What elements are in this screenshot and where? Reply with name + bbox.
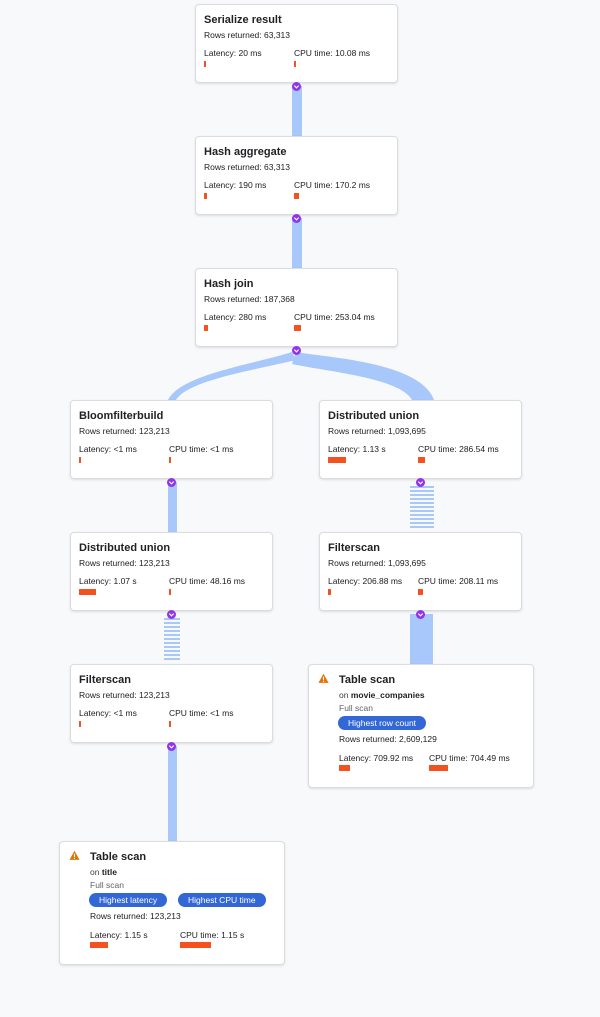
cpu-time-bar	[418, 589, 423, 595]
cpu-time-bar	[429, 765, 448, 771]
cpu-time-bar	[418, 457, 425, 463]
latency-label: Latency: 206.88 ms	[328, 576, 403, 586]
latency-bar	[328, 457, 346, 463]
cpu-time-bar	[169, 457, 171, 463]
latency-bar	[339, 765, 350, 771]
node-table-scan-movie-companies[interactable]: Table scan on movie_companies Full scan …	[308, 664, 534, 788]
node-distributed-union-right[interactable]: Distributed union Rows returned: 1,093,6…	[319, 400, 522, 479]
cpu-time-label: CPU time: 170.2 ms	[294, 180, 371, 190]
rows-returned: Rows returned: 123,213	[79, 690, 170, 700]
rows-returned: Rows returned: 187,368	[204, 294, 295, 304]
edge-table-scan-to-filterscan-left	[168, 746, 177, 841]
scan-type: Full scan	[339, 703, 374, 713]
node-filterscan-left[interactable]: Filterscan Rows returned: 123,213 Latenc…	[70, 664, 273, 743]
cpu-time-label: CPU time: 10.08 ms	[294, 48, 371, 58]
edge-distributed-union-to-bloomfilterbuild	[168, 482, 177, 532]
cpu-time-label: CPU time: <1 ms	[169, 444, 234, 454]
node-title: Table scan	[90, 851, 147, 863]
rows-returned: Rows returned: 1,093,695	[328, 426, 426, 436]
rows-returned: Rows returned: 123,213	[90, 911, 181, 921]
latency-bar	[79, 721, 81, 727]
latency-label: Latency: 1.15 s	[90, 930, 148, 940]
latency-bar	[79, 589, 96, 595]
latency-bar	[204, 61, 206, 67]
node-filterscan-right[interactable]: Filterscan Rows returned: 1,093,695 Late…	[319, 532, 522, 611]
table-name: on movie_companies	[339, 690, 425, 700]
cpu-time-bar	[294, 61, 296, 67]
highest-row-count-chip: Highest row count	[338, 716, 427, 730]
latency-label: Latency: 190 ms	[204, 180, 267, 190]
latency-bar	[204, 325, 208, 331]
cpu-time-label: CPU time: 48.16 ms	[169, 576, 246, 586]
node-title: Table scan	[339, 674, 396, 686]
node-serialize-result[interactable]: Serialize result Rows returned: 63,313 L…	[195, 4, 398, 83]
edge-distributed-union-to-hash-join	[292, 352, 434, 400]
node-title: Hash aggregate	[204, 146, 287, 158]
highest-cpu-time-chip: Highest CPU time	[178, 893, 266, 907]
latency-bar	[204, 193, 207, 199]
rows-returned: Rows returned: 63,313	[204, 162, 290, 172]
cpu-time-bar	[169, 721, 171, 727]
cpu-time-bar	[169, 589, 171, 595]
cpu-time-bar	[294, 193, 299, 199]
rows-returned: Rows returned: 1,093,695	[328, 558, 426, 568]
rows-returned: Rows returned: 123,213	[79, 426, 170, 436]
table-name: on title	[90, 867, 117, 877]
latency-label: Latency: 709.92 ms	[339, 753, 414, 763]
expand-chevron-icon[interactable]	[167, 742, 176, 751]
latency-label: Latency: 1.07 s	[79, 576, 137, 586]
cpu-time-label: CPU time: 704.49 ms	[429, 753, 510, 763]
node-title: Filterscan	[79, 674, 131, 686]
node-title: Serialize result	[204, 14, 282, 26]
node-hash-aggregate[interactable]: Hash aggregate Rows returned: 63,313 Lat…	[195, 136, 398, 215]
expand-chevron-icon[interactable]	[292, 214, 301, 223]
rows-returned: Rows returned: 63,313	[204, 30, 290, 40]
latency-label: Latency: 1.13 s	[328, 444, 386, 454]
cpu-time-bar	[294, 325, 301, 331]
edge-table-scan-to-filterscan-right	[410, 614, 433, 664]
cpu-time-label: CPU time: 286.54 ms	[418, 444, 499, 454]
node-title: Distributed union	[79, 542, 171, 554]
expand-chevron-icon[interactable]	[292, 82, 301, 91]
expand-chevron-icon[interactable]	[167, 610, 176, 619]
cpu-time-label: CPU time: <1 ms	[169, 708, 234, 718]
node-distributed-union-left[interactable]: Distributed union Rows returned: 123,213…	[70, 532, 273, 611]
edge-hash-aggregate-to-serialize	[292, 86, 302, 136]
node-hash-join[interactable]: Hash join Rows returned: 187,368 Latency…	[195, 268, 398, 347]
latency-label: Latency: 20 ms	[204, 48, 262, 58]
cpu-time-label: CPU time: 253.04 ms	[294, 312, 375, 322]
expand-chevron-icon[interactable]	[292, 346, 301, 355]
edge-bloomfilterbuild-to-hash-join	[168, 352, 296, 400]
expand-chevron-icon[interactable]	[167, 478, 176, 487]
node-table-scan-title[interactable]: Table scan on title Full scan Highest la…	[59, 841, 285, 965]
node-bloomfilterbuild[interactable]: Bloomfilterbuild Rows returned: 123,213 …	[70, 400, 273, 479]
cpu-time-bar	[180, 942, 211, 948]
scan-type: Full scan	[90, 880, 125, 890]
rows-returned: Rows returned: 123,213	[79, 558, 170, 568]
expand-chevron-icon[interactable]	[416, 610, 425, 619]
latency-bar	[90, 942, 108, 948]
node-title: Filterscan	[328, 542, 380, 554]
node-title: Bloomfilterbuild	[79, 410, 164, 422]
latency-label: Latency: <1 ms	[79, 444, 137, 454]
cpu-time-label: CPU time: 208.11 ms	[418, 576, 499, 586]
latency-label: Latency: 280 ms	[204, 312, 267, 322]
latency-bar	[79, 457, 81, 463]
cpu-time-label: CPU time: 1.15 s	[180, 930, 245, 940]
node-title: Distributed union	[328, 410, 420, 422]
highest-latency-chip: Highest latency	[89, 893, 168, 907]
expand-chevron-icon[interactable]	[416, 478, 425, 487]
edge-hash-join-to-hash-aggregate	[292, 218, 302, 268]
rows-returned: Rows returned: 2,609,129	[339, 734, 437, 744]
latency-bar	[328, 589, 331, 595]
latency-label: Latency: <1 ms	[79, 708, 137, 718]
node-title: Hash join	[204, 278, 254, 290]
warning-icon	[69, 850, 80, 860]
warning-icon	[318, 673, 329, 683]
